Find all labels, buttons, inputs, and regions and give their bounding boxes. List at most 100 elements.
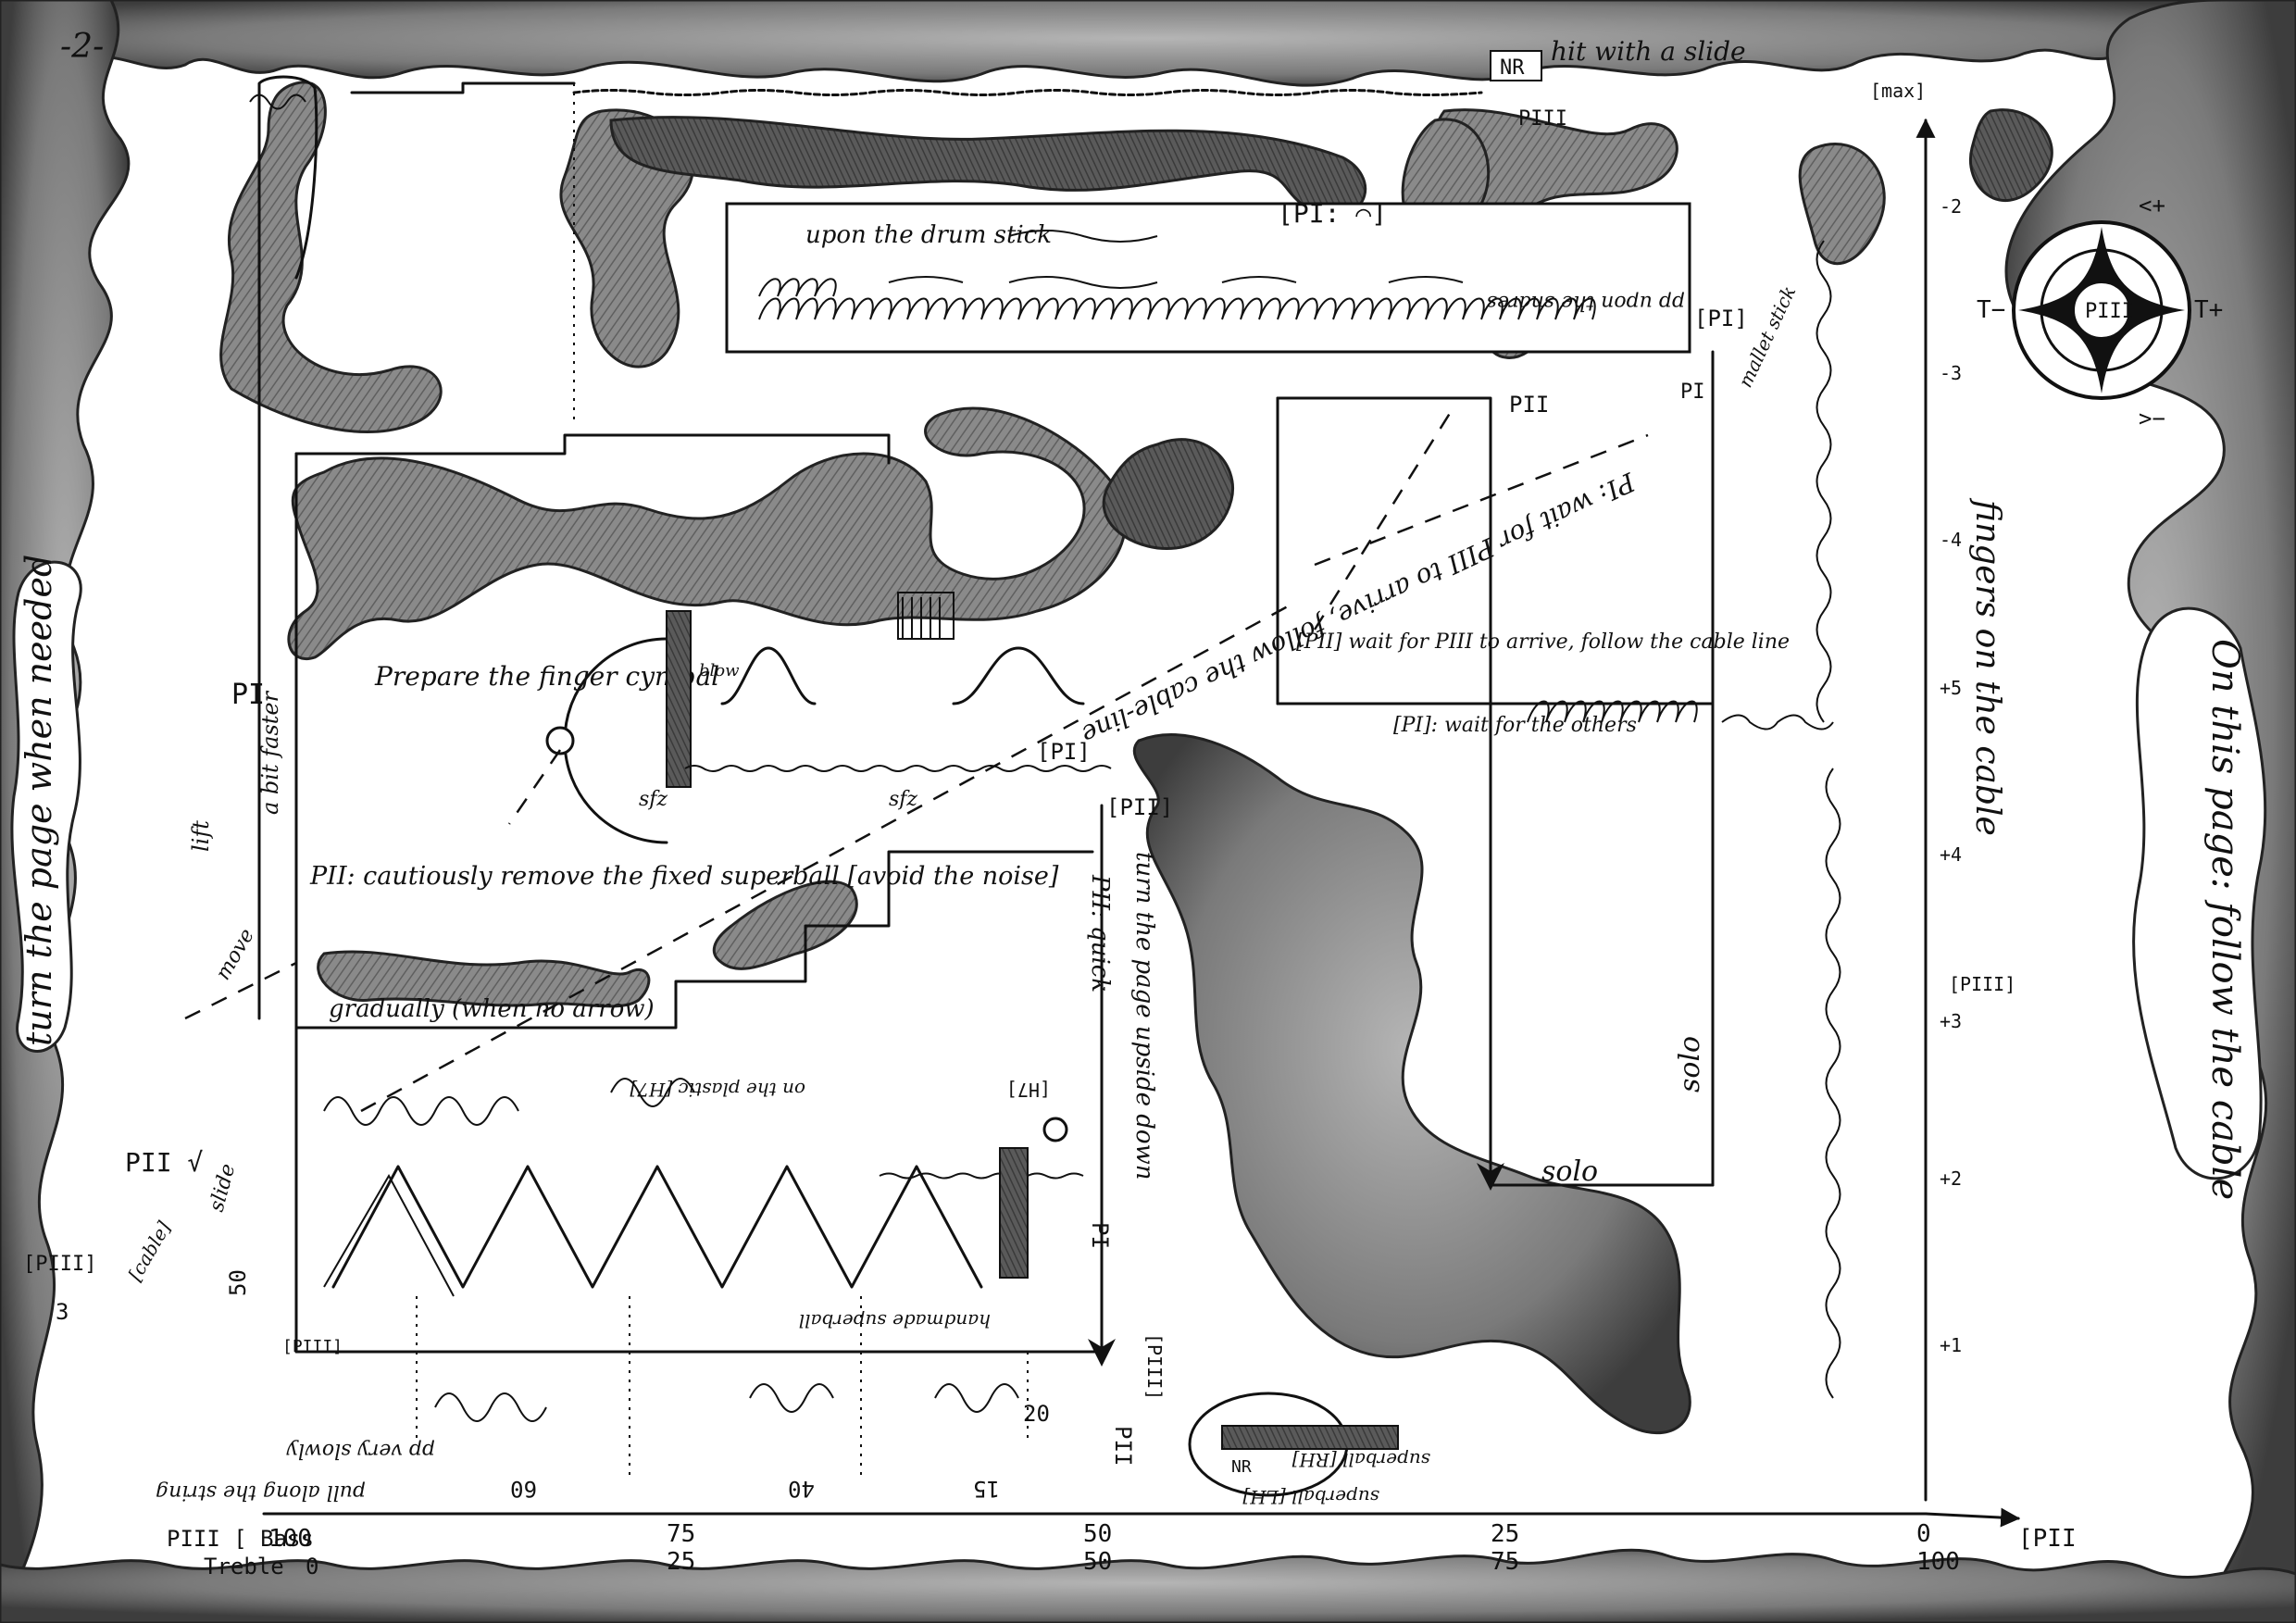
turn-upside-down-text: turn the page upside down: [1130, 852, 1158, 1180]
svg-text:T−: T−: [1977, 296, 2005, 324]
blob-lower-2: [712, 880, 858, 970]
fingers-on-cable-text: fingers on the cable: [1968, 497, 2006, 836]
prepare-text: Prepare the finger cymbal: [374, 661, 719, 692]
svg-text:50: 50: [1083, 1520, 1112, 1548]
svg-text:50: 50: [1083, 1548, 1112, 1576]
svg-text:+5: +5: [1940, 677, 1962, 699]
svg-text:75: 75: [667, 1520, 695, 1548]
svg-text:-4: -4: [1940, 529, 1962, 551]
marker-15: 15: [973, 1476, 1000, 1502]
cloud-blob-left: [287, 406, 1128, 661]
compass-dial-icon: PIII T− T+ <+ >−: [1977, 193, 2223, 431]
superball-rh: superball [RH]: [1292, 1449, 1430, 1471]
piii-left: [PIII]: [23, 1253, 96, 1276]
svg-text:PIII: PIII: [2085, 300, 2134, 323]
pi-bracket: [PI]: [1037, 739, 1091, 765]
marker-60: 60: [510, 1476, 537, 1502]
marker-20: 20: [1023, 1401, 1050, 1427]
svg-text:+1: +1: [1940, 1334, 1962, 1356]
svg-text:0: 0: [1916, 1520, 1931, 1548]
superball-icon-lower: [1042, 1117, 1068, 1142]
coil-spring-icon: [758, 297, 1596, 320]
right-text-island: [2132, 606, 2267, 1180]
svg-text:75: 75: [1491, 1548, 1519, 1576]
pi-small-label: PI: [1680, 381, 1705, 404]
svg-text:100: 100: [268, 1525, 312, 1553]
treble-label: Treble: [204, 1554, 284, 1579]
slide-label: slide: [206, 1161, 241, 1214]
handmade-superball: handmade superball: [799, 1310, 991, 1332]
solo-horizontal: solo: [1541, 1155, 1598, 1188]
p2-marker: PII: [1509, 392, 1549, 418]
svg-text:-3: -3: [1940, 362, 1962, 384]
piii-left-lower: [PIII]: [282, 1337, 343, 1356]
svg-text:+2: +2: [1940, 1167, 1962, 1190]
fingers-player: [PIII]: [1949, 973, 2015, 995]
pp-upon-snares-text: pp upon the snares: [1487, 291, 1685, 314]
pi-fermata-label: [PI: ⌒]: [1278, 198, 1387, 229]
left-text-island: [10, 560, 82, 1053]
cloud-blob-small: [1102, 438, 1234, 551]
a-bit-faster: a bit faster: [257, 690, 283, 815]
pi-lower: PI: [1087, 1222, 1113, 1249]
treble-zero: 0: [306, 1554, 318, 1579]
hit-with-slide-text: hit with a slide: [1551, 36, 1746, 67]
svg-text:25: 25: [667, 1548, 695, 1576]
svg-text:T+: T+: [2194, 296, 2223, 324]
svg-text:+4: +4: [1940, 843, 1962, 866]
nr-label: NR: [1500, 56, 1525, 80]
bottom-axis: 100 75 25 50 50 25 75 0 100 [PII: [262, 1507, 2077, 1576]
move-label: move: [212, 925, 259, 984]
svg-text:<+: <+: [2139, 193, 2165, 218]
mallet-stick-label: mallet stick: [1734, 282, 1801, 391]
piii-lower: [PIII]: [1143, 1333, 1166, 1400]
pi-marker-inner: [PI]: [1694, 306, 1748, 331]
pii-instruction-text: PII: cautiously remove the fixed superba…: [309, 862, 1059, 891]
cable-label: [cable]: [124, 1217, 176, 1285]
inner-box: upon the drum stick [PI: ⌒] pp upon the …: [725, 198, 1748, 354]
svg-text:>−: >−: [2139, 406, 2165, 431]
turn-page-text: turn the page when needed: [19, 555, 59, 1046]
left-frame: [184, 433, 1297, 1367]
border-bottom: [0, 1548, 2296, 1623]
svg-text:[PII: [PII: [2018, 1525, 2077, 1553]
zigzag-wave: [331, 1165, 983, 1289]
p3-top-label: PIII: [1518, 107, 1567, 131]
h7-label: [H7]: [1006, 1079, 1051, 1101]
marker-40: 40: [788, 1476, 815, 1502]
superball-lh: superball [LH]: [1242, 1486, 1379, 1508]
svg-text:[max]: [max]: [1870, 80, 1926, 102]
on-the-plastic: on the plastic [H7]: [630, 1079, 805, 1101]
bass-label: PIII [ Bass: [167, 1526, 314, 1552]
guitar-icon: NR: [1188, 1392, 1399, 1497]
pii-quick-text: PII: quick: [1086, 874, 1114, 993]
pii-check: PII √: [125, 1147, 203, 1178]
page-number: -2-: [60, 28, 104, 66]
gradually-text: gradually (when no arrow): [329, 995, 655, 1023]
cable-path-top: [249, 75, 1483, 1020]
superball-icon: [545, 726, 575, 755]
svg-text:-2: -2: [1940, 195, 1962, 218]
lift-label: lift: [188, 820, 214, 852]
svg-text:NR: NR: [1231, 1457, 1252, 1477]
cloud-blob-central: [1132, 733, 1691, 1435]
solo-vertical: solo: [1674, 1036, 1706, 1092]
pii-lower: PII: [1110, 1426, 1136, 1466]
border-top: [0, 0, 2296, 87]
svg-text:25: 25: [1491, 1520, 1519, 1548]
svg-text:+3: +3: [1940, 1010, 1962, 1032]
pi-label: PI: [231, 679, 265, 711]
svg-text:100: 100: [1916, 1548, 1960, 1576]
pp-very-slowly: pp very slowly: [286, 1439, 435, 1462]
pi-wait-others: [PI]: wait for the others: [1393, 714, 1637, 737]
pii-box: [1276, 350, 1715, 1191]
sfz-2: sfz: [889, 788, 917, 811]
sfz-1: sfz: [639, 788, 668, 811]
right-axis: -2 -3 -4 +5 +4 +3 +2 +1 [max]: [1870, 80, 1962, 1502]
nr-box: [1490, 50, 1542, 81]
pull-along-string: pull along the string: [156, 1480, 366, 1504]
marker-50: 50: [225, 1269, 251, 1296]
blob-lower-1: [317, 950, 651, 1008]
